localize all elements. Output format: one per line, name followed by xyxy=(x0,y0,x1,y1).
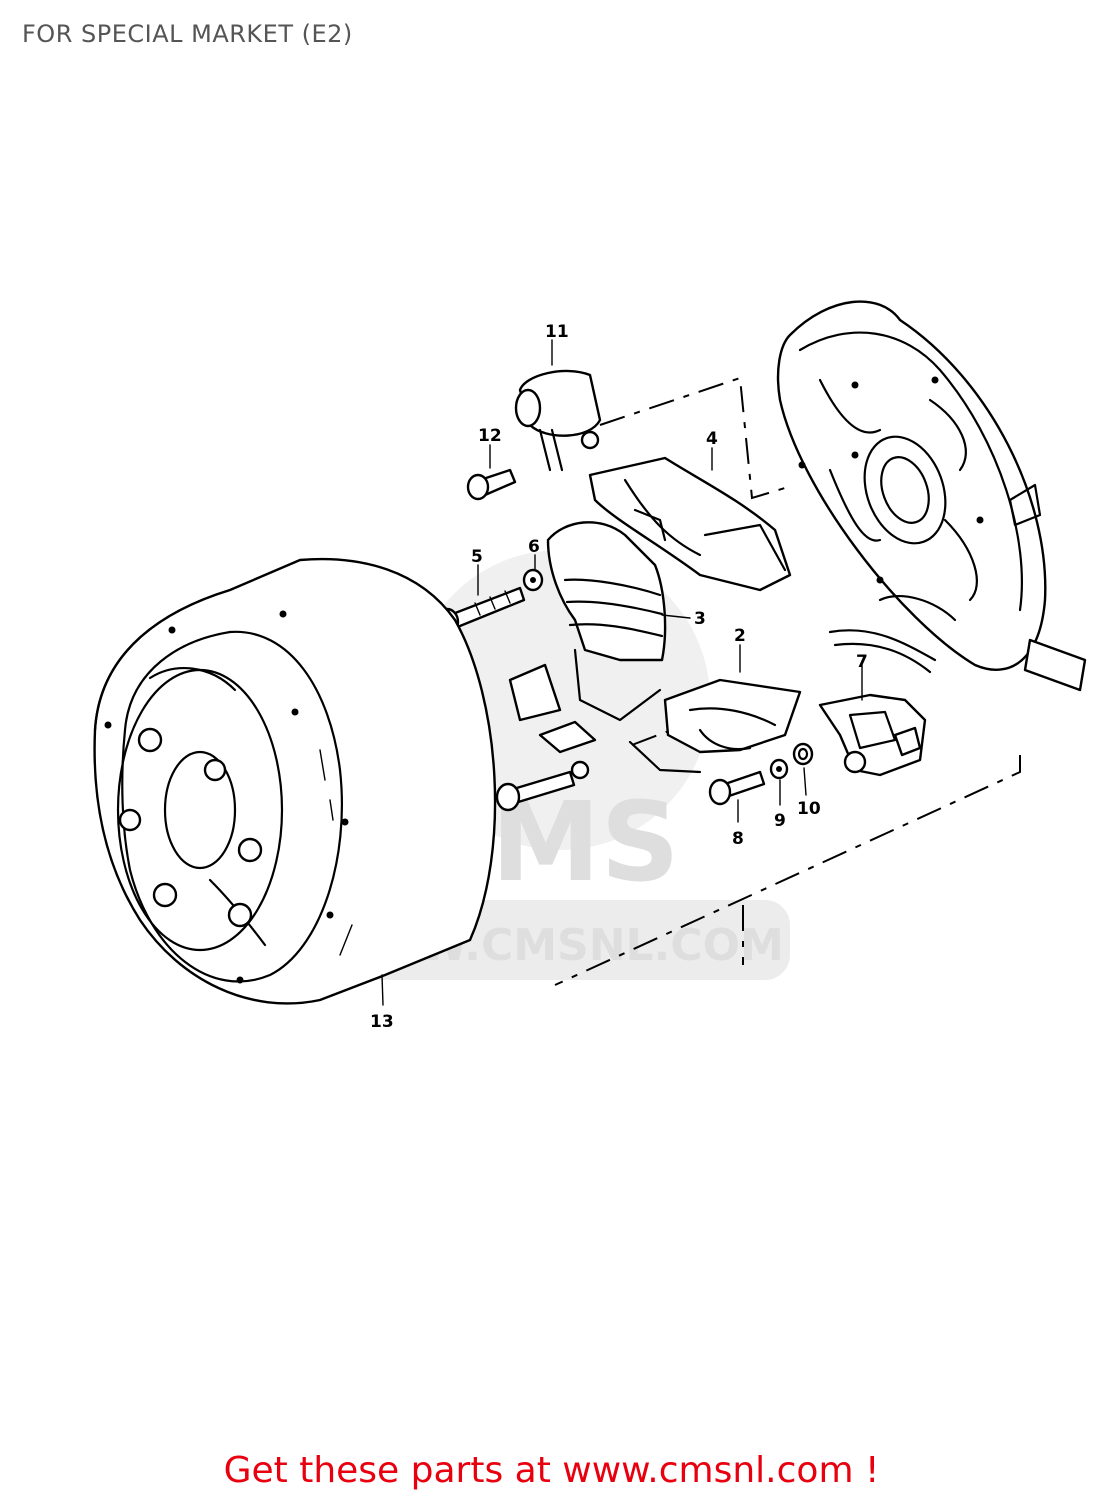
callout-3: 3 xyxy=(694,609,706,629)
screw-lower xyxy=(495,760,590,812)
screw-8 xyxy=(708,770,766,806)
washer-10 xyxy=(792,742,814,766)
flywheel-rotor-13 xyxy=(93,557,497,1005)
callout-6: 6 xyxy=(528,537,540,557)
callout-11: 11 xyxy=(545,322,569,342)
washer-9 xyxy=(769,758,789,780)
callout-9: 9 xyxy=(774,811,786,831)
stator-base-plate xyxy=(776,300,1087,692)
callout-labels: 11 12 4 5 6 3 2 7 8 9 10 13 xyxy=(370,322,868,1032)
callout-7: 7 xyxy=(856,652,868,672)
buy-parts-link-text: Get these parts at www.cmsnl.com ! xyxy=(223,1450,880,1491)
buy-parts-link[interactable]: Get these parts at www.cmsnl.com ! xyxy=(0,1450,1107,1491)
callout-12: 12 xyxy=(478,426,502,446)
coil-3 xyxy=(508,521,667,722)
callout-5: 5 xyxy=(471,547,483,567)
leader-lines xyxy=(381,339,863,1006)
page-title: FOR SPECIAL MARKET (E2) xyxy=(22,20,353,48)
washer-6 xyxy=(522,568,544,592)
condenser-11 xyxy=(514,369,602,472)
callout-10: 10 xyxy=(797,799,821,819)
screw-12 xyxy=(466,468,517,501)
contact-breaker-7 xyxy=(818,693,927,777)
coil-2 xyxy=(538,678,802,774)
callout-2: 2 xyxy=(734,626,746,646)
callout-8: 8 xyxy=(732,829,744,849)
callout-13: 13 xyxy=(370,1012,394,1032)
coil-4 xyxy=(588,456,792,592)
callout-4: 4 xyxy=(706,429,718,449)
